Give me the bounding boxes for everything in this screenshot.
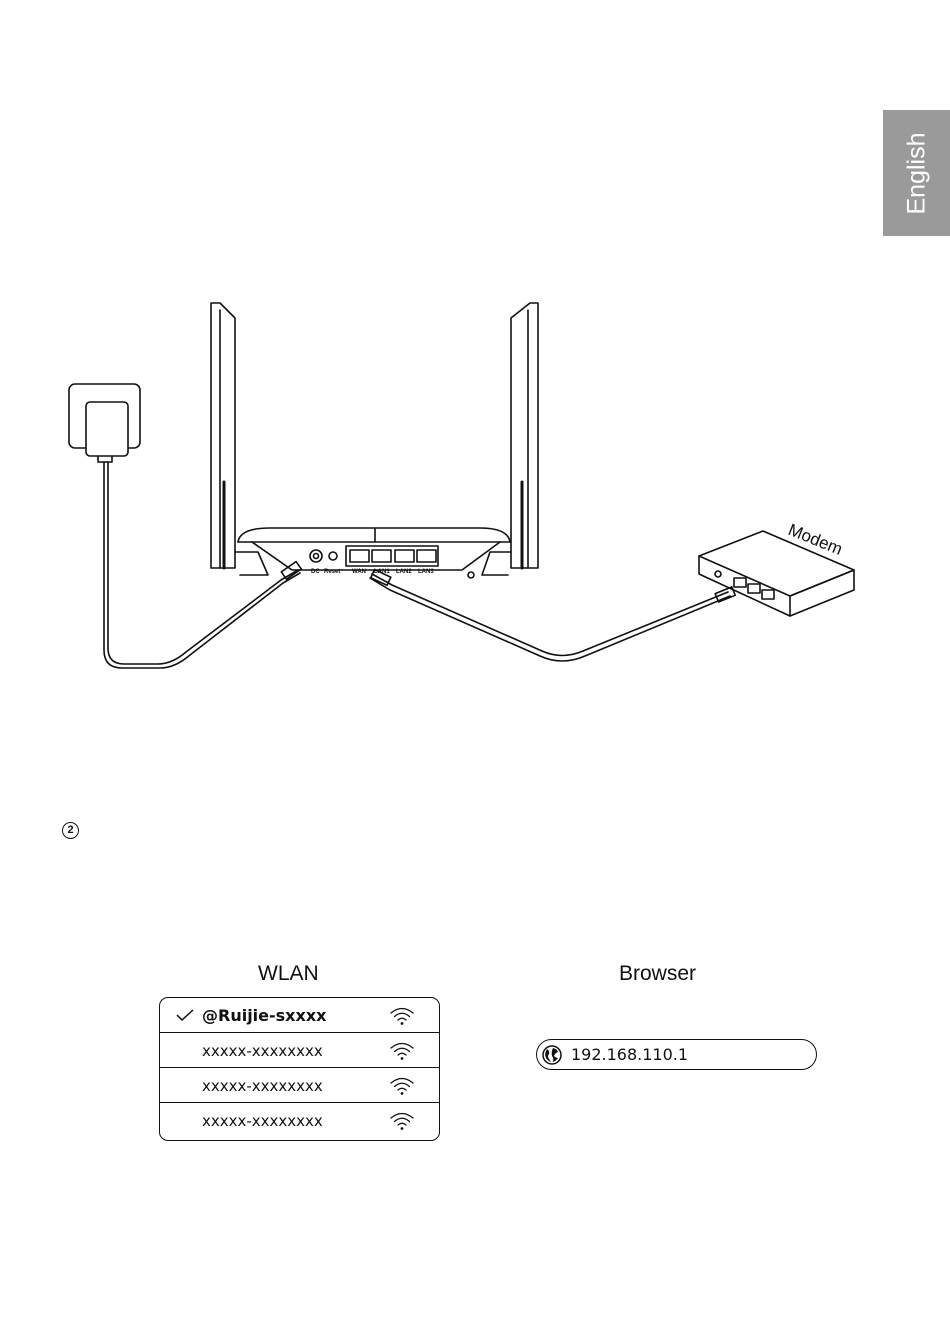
wifi-signal-icon <box>389 1111 415 1131</box>
left-antenna <box>211 303 235 568</box>
wlan-network-item-connected[interactable]: @Ruijie-sxxxx <box>160 998 439 1033</box>
globe-icon <box>541 1044 563 1066</box>
wlan-network-item[interactable]: xxxxx-xxxxxxxx <box>160 1033 439 1068</box>
checkmark-icon <box>176 1009 194 1021</box>
power-cable <box>104 462 300 668</box>
wlan-ssid: xxxxx-xxxxxxxx <box>202 1112 323 1130</box>
router-body <box>235 528 511 578</box>
browser-title: Browser <box>619 962 696 986</box>
step-marker: 2 <box>62 822 79 839</box>
browser-url: 192.168.110.1 <box>571 1045 688 1064</box>
right-antenna <box>511 303 538 568</box>
wifi-signal-icon <box>389 1006 415 1026</box>
port-label-dc: DC <box>311 569 320 575</box>
wifi-signal-icon <box>389 1076 415 1096</box>
port-label-lan3: LAN3 <box>418 569 434 575</box>
wlan-ssid: xxxxx-xxxxxxxx <box>202 1042 323 1060</box>
wlan-network-item[interactable]: xxxxx-xxxxxxxx <box>160 1103 439 1138</box>
power-adapter <box>69 384 140 462</box>
router-connection-diagram: DC Reset WAN LAN1 LAN2 LAN3 Modem <box>0 0 950 800</box>
port-label-lan1: LAN1 <box>374 569 390 575</box>
wifi-signal-icon <box>389 1041 415 1061</box>
port-label-reset: Reset <box>324 569 340 575</box>
wlan-title: WLAN <box>258 962 319 986</box>
port-label-wan: WAN <box>352 569 366 575</box>
browser-address-bar[interactable]: 192.168.110.1 <box>536 1039 817 1070</box>
port-label-lan2: LAN2 <box>396 569 412 575</box>
wlan-network-item[interactable]: xxxxx-xxxxxxxx <box>160 1068 439 1103</box>
wan-cable <box>370 578 730 661</box>
wlan-ssid: xxxxx-xxxxxxxx <box>202 1077 323 1095</box>
wlan-network-list: @Ruijie-sxxxx xxxxx-xxxxxxxx xxxxx-xxxxx… <box>159 997 440 1141</box>
wlan-ssid: @Ruijie-sxxxx <box>202 1006 326 1025</box>
